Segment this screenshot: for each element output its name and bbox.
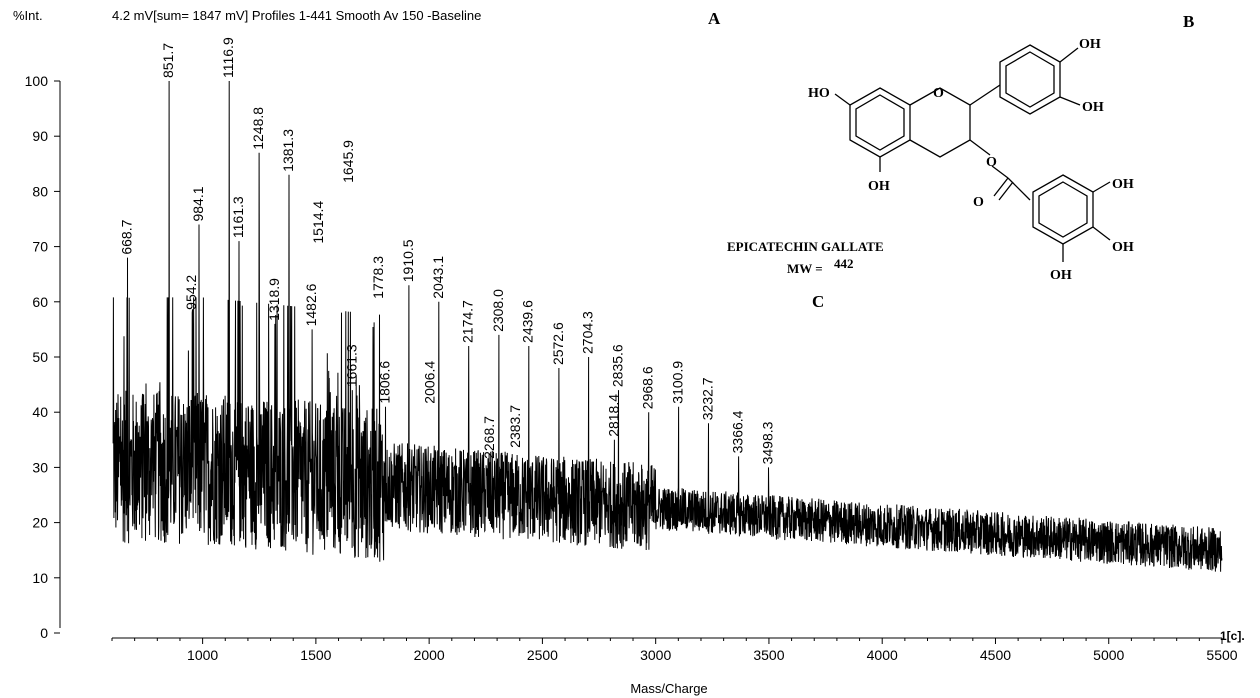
peak-label: 2308.0 [490, 289, 506, 332]
peak-label-layer: 668.7 851.7 954.2 984.1 1116.9 1161.3 1248.8 13… [119, 37, 776, 464]
x-tick-label: 1000 [187, 647, 218, 663]
atom-g-oh-top: OH [1112, 177, 1134, 192]
bond-c-o-double1 [993, 177, 1009, 197]
atom-o-carbonyl: O [973, 195, 984, 210]
peak-label: 2006.4 [422, 361, 438, 404]
peak-label: 1514.4 [310, 201, 326, 244]
ring-a-inner [855, 94, 905, 151]
peak-label: 2968.6 [640, 366, 656, 409]
compound-name: EPICATECHIN GALLATE [727, 239, 884, 254]
y-axis: 0 10 20 30 40 50 60 70 80 90 100 [25, 73, 61, 641]
atom-o-ring: O [933, 86, 944, 101]
peak-label: 1645.9 [340, 140, 356, 183]
y-tick-label: 80 [32, 183, 48, 199]
x-tick-label: 5500 [1206, 647, 1237, 663]
y-tick-label: 30 [32, 459, 48, 475]
peak-label: 1661.3 [343, 344, 359, 387]
peak-label: 851.7 [160, 43, 176, 78]
x-axis: 1000 1500 2000 2500 3000 3500 4000 4500 5000 5500 [111, 637, 1238, 663]
bond-b-oh1 [1059, 47, 1079, 63]
panel-label-a: A [708, 9, 721, 28]
atom-oh-top: OH [1079, 37, 1101, 52]
bond-c-gallate [1007, 177, 1031, 201]
bond-c2-b [969, 84, 1001, 106]
panel-label-c: C [812, 292, 824, 311]
peak-label: 1116.9 [220, 37, 236, 78]
mw-label: MW = [787, 261, 823, 276]
peak-label: 1778.3 [370, 256, 386, 299]
peak-label: 2835.6 [609, 344, 625, 387]
y-tick-label: 70 [32, 239, 48, 255]
peak-label: 3100.9 [670, 361, 686, 404]
ring-b [999, 44, 1061, 115]
spectrum-trace-layer [112, 80, 1223, 572]
bond-o-c [991, 165, 1009, 179]
x-axis-end-label: 1[c]. [1220, 629, 1245, 643]
ring-b-inner [1005, 51, 1055, 108]
peak-label: 2268.7 [481, 416, 497, 459]
y-tick-label: 20 [32, 515, 48, 531]
y-tick-label: 10 [32, 570, 48, 586]
ring-gallate [1032, 174, 1094, 245]
peak-label: 984.1 [190, 186, 206, 221]
peak-label: 1381.3 [280, 129, 296, 172]
bond-g-oh1 [1092, 181, 1111, 193]
y-tick-label: 40 [32, 404, 48, 420]
peak-label: 668.7 [119, 219, 135, 254]
y-tick-label: 100 [25, 73, 49, 89]
x-tick-label: 2000 [414, 647, 445, 663]
peak-label: 3498.3 [760, 421, 776, 464]
x-tick-label: 5000 [1093, 647, 1124, 663]
spectrum-trace [112, 80, 1223, 572]
y-tick-label: 50 [32, 349, 48, 365]
y-tick-label: 0 [40, 625, 48, 641]
ring-a [849, 87, 911, 158]
peak-label: 2383.7 [507, 405, 523, 448]
x-tick-label: 2500 [527, 647, 558, 663]
peak-label: 3366.4 [730, 410, 746, 453]
atom-g-oh-bottom: OH [1050, 268, 1072, 283]
peak-label: 1248.8 [250, 107, 266, 150]
x-tick-label: 4000 [867, 647, 898, 663]
bond-g-oh2 [1092, 226, 1111, 241]
x-tick-label: 3500 [753, 647, 784, 663]
x-tick-label: 3000 [640, 647, 671, 663]
peak-label: 1318.9 [266, 278, 282, 321]
atom-oh-right: OH [1082, 100, 1104, 115]
atom-ho: HO [808, 86, 830, 101]
x-tick-label: 1500 [300, 647, 331, 663]
atom-oh-bottom: OH [868, 179, 890, 194]
molecule-labels: HO O OH OH OH O O OH OH OH EPICATECHIN G… [727, 37, 1134, 283]
mw-value: 442 [834, 256, 854, 271]
peak-label: 2818.4 [606, 394, 622, 437]
panel-label-b: B [1183, 12, 1194, 31]
epicatechin-gallate-structure [834, 44, 1111, 262]
peak-label: 2572.6 [550, 322, 566, 365]
y-tick-label: 90 [32, 128, 48, 144]
peak-label: 1806.6 [376, 361, 392, 404]
peak-label: 2704.3 [580, 311, 596, 354]
ring-gallate-inner [1038, 181, 1088, 238]
bond-c-o-double2 [998, 181, 1014, 201]
atom-o-ester: O [986, 155, 997, 170]
bond-a-ho [834, 93, 851, 106]
bond-c3-o [969, 139, 991, 156]
peak-label: 2043.1 [430, 256, 446, 299]
chart-subtitle: 4.2 mV[sum= 1847 mV] Profiles 1-441 Smoo… [112, 8, 481, 23]
peak-label: 1910.5 [400, 239, 416, 282]
bond-b-oh2 [1059, 96, 1081, 106]
peak-label: 1482.6 [303, 283, 319, 326]
peak-label: 2439.6 [520, 300, 536, 343]
peak-label: 2174.7 [460, 300, 476, 343]
x-axis-label: Mass/Charge [630, 681, 707, 696]
atom-g-oh-mid: OH [1112, 240, 1134, 255]
ring-c [909, 87, 971, 158]
peak-label: 3232.7 [699, 377, 715, 420]
peak-label: 954.2 [183, 275, 199, 310]
peak-label: 1161.3 [230, 196, 246, 238]
chart-header: %Int. [13, 8, 43, 23]
x-tick-label: 4500 [980, 647, 1011, 663]
y-tick-label: 60 [32, 294, 48, 310]
